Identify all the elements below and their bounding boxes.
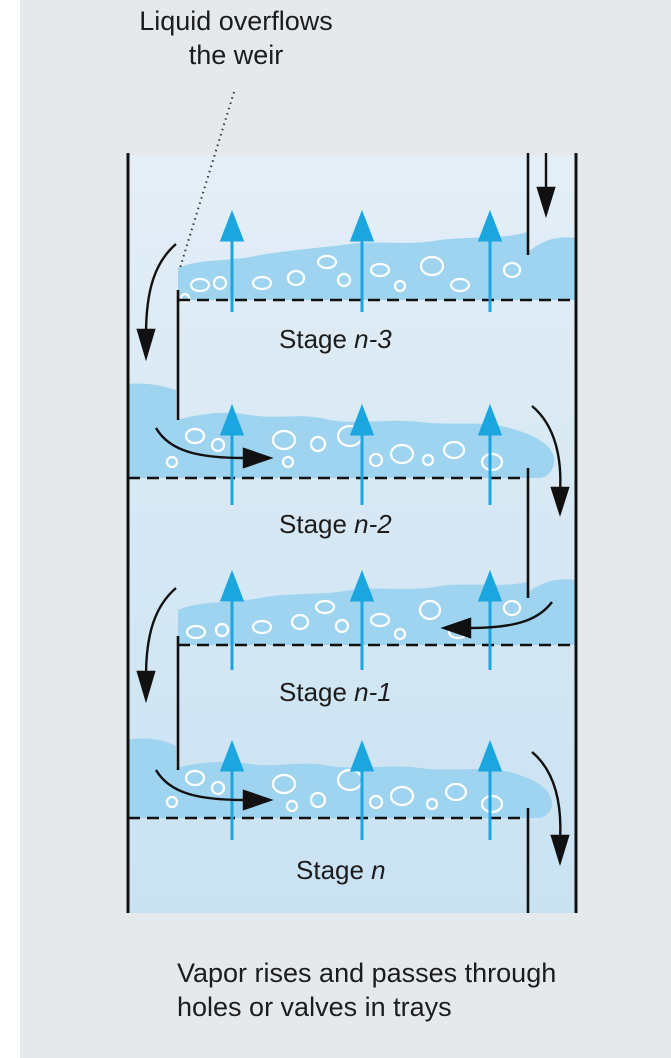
stage-label-n-1: Stage n-1: [279, 677, 392, 708]
stage-label-n: Stage n: [296, 855, 386, 886]
vapor-annotation-line1: Vapor rises and passes through: [177, 958, 557, 988]
stage-label-index: n: [371, 855, 386, 885]
stage-label-prefix: Stage: [279, 324, 355, 354]
weir-annotation-line2: the weir: [188, 40, 284, 70]
stage-label-n-3: Stage n-3: [279, 324, 392, 355]
stage-label-index: n-2: [354, 509, 392, 539]
vapor-arrows: [219, 209, 503, 840]
trays: [128, 153, 576, 913]
bubbles: [165, 254, 522, 814]
weir-annotation-line1: Liquid overflows: [139, 6, 333, 36]
weir-annotation: Liquid overflows the weir: [116, 4, 356, 72]
stage-label-n-2: Stage n-2: [279, 509, 392, 540]
stage-label-prefix: Stage: [279, 509, 355, 539]
vapor-annotation-line2: holes or valves in trays: [177, 992, 452, 1022]
liquid-flow-arrows: [136, 153, 570, 867]
liquid-layer-1: [178, 232, 576, 300]
vapor-annotation: Vapor rises and passes through holes or …: [177, 956, 556, 1024]
liquid-layer-4: [128, 738, 553, 818]
stage-label-prefix: Stage: [279, 677, 355, 707]
stage-label-index: n-1: [354, 677, 392, 707]
stage-label-prefix: Stage: [296, 855, 372, 885]
stage-label-index: n-3: [354, 324, 392, 354]
